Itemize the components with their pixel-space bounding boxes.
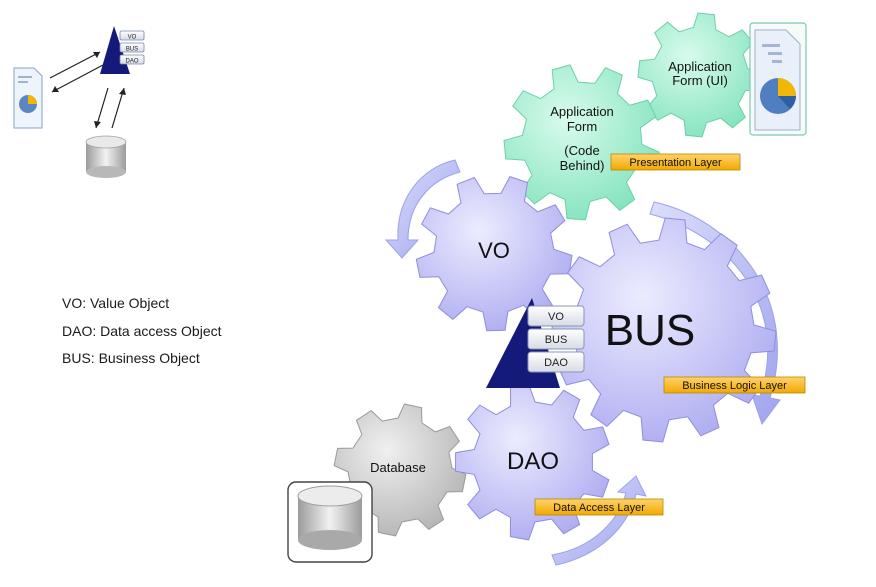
legend-item-dao: DAO: Data access Object	[62, 322, 222, 339]
document-icon	[13, 67, 43, 129]
legend: VO: Value Object DAO: Data access Object…	[62, 293, 222, 376]
gear-label-app-ui: Form (UI)	[672, 73, 728, 88]
legend-item-vo: VO: Value Object	[62, 295, 170, 311]
gear-label-bus: BUS	[605, 306, 695, 355]
tag-presentation-label: Presentation Layer	[629, 157, 722, 169]
gear-app-ui	[637, 12, 763, 138]
small-stack-label: DAO	[125, 59, 138, 65]
stack-box-vo	[527, 305, 585, 327]
small-stack-box	[119, 30, 145, 41]
stack-box-bus	[527, 328, 585, 350]
small-pyramid-icon: VO BUS DAO	[100, 26, 145, 74]
pyramid-stack: VO BUS DAO	[486, 298, 585, 388]
arrow-curve-left	[384, 159, 461, 259]
database-icon	[287, 481, 373, 563]
gear-label-app-code: Form	[567, 119, 597, 134]
small-stack-box	[119, 42, 145, 53]
small-database-icon	[85, 135, 127, 178]
layer-tags: Presentation Layer Business Logic Layer …	[534, 153, 806, 516]
small-stack-label: BUS	[126, 47, 138, 53]
gear-label-app-code: (Code	[564, 143, 599, 158]
gear-label-dao: DAO	[507, 448, 559, 475]
tag-data-access-layer	[534, 498, 664, 516]
gear-label-app-ui: Application	[668, 59, 732, 74]
gear-label-database: Database	[370, 460, 426, 475]
overview-diagram: VO BUS DAO	[13, 26, 145, 178]
document-icon	[749, 22, 807, 136]
small-stack-box	[119, 54, 145, 65]
small-stack-label: VO	[128, 35, 137, 41]
stack-label-dao: DAO	[544, 357, 568, 369]
tag-business-label: Business Logic Layer	[682, 380, 787, 392]
gear-app-code	[503, 64, 660, 221]
stack-label-vo: VO	[548, 311, 564, 323]
gear-label-app-code: Behind)	[560, 158, 605, 173]
gear-label-vo: VO	[478, 238, 510, 263]
stack-label-bus: BUS	[545, 334, 568, 346]
tag-business-layer	[663, 376, 806, 394]
gear-labels: Application Form (UI) Application Form (…	[370, 59, 732, 475]
tag-data-access-label: Data Access Layer	[553, 502, 645, 514]
arrow-curve-bottom	[551, 475, 647, 566]
tag-presentation-layer	[610, 153, 741, 171]
gear-label-app-code: Application	[550, 104, 614, 119]
legend-item-bus: BUS: Business Object	[62, 350, 200, 366]
stack-box-dao	[527, 351, 585, 373]
